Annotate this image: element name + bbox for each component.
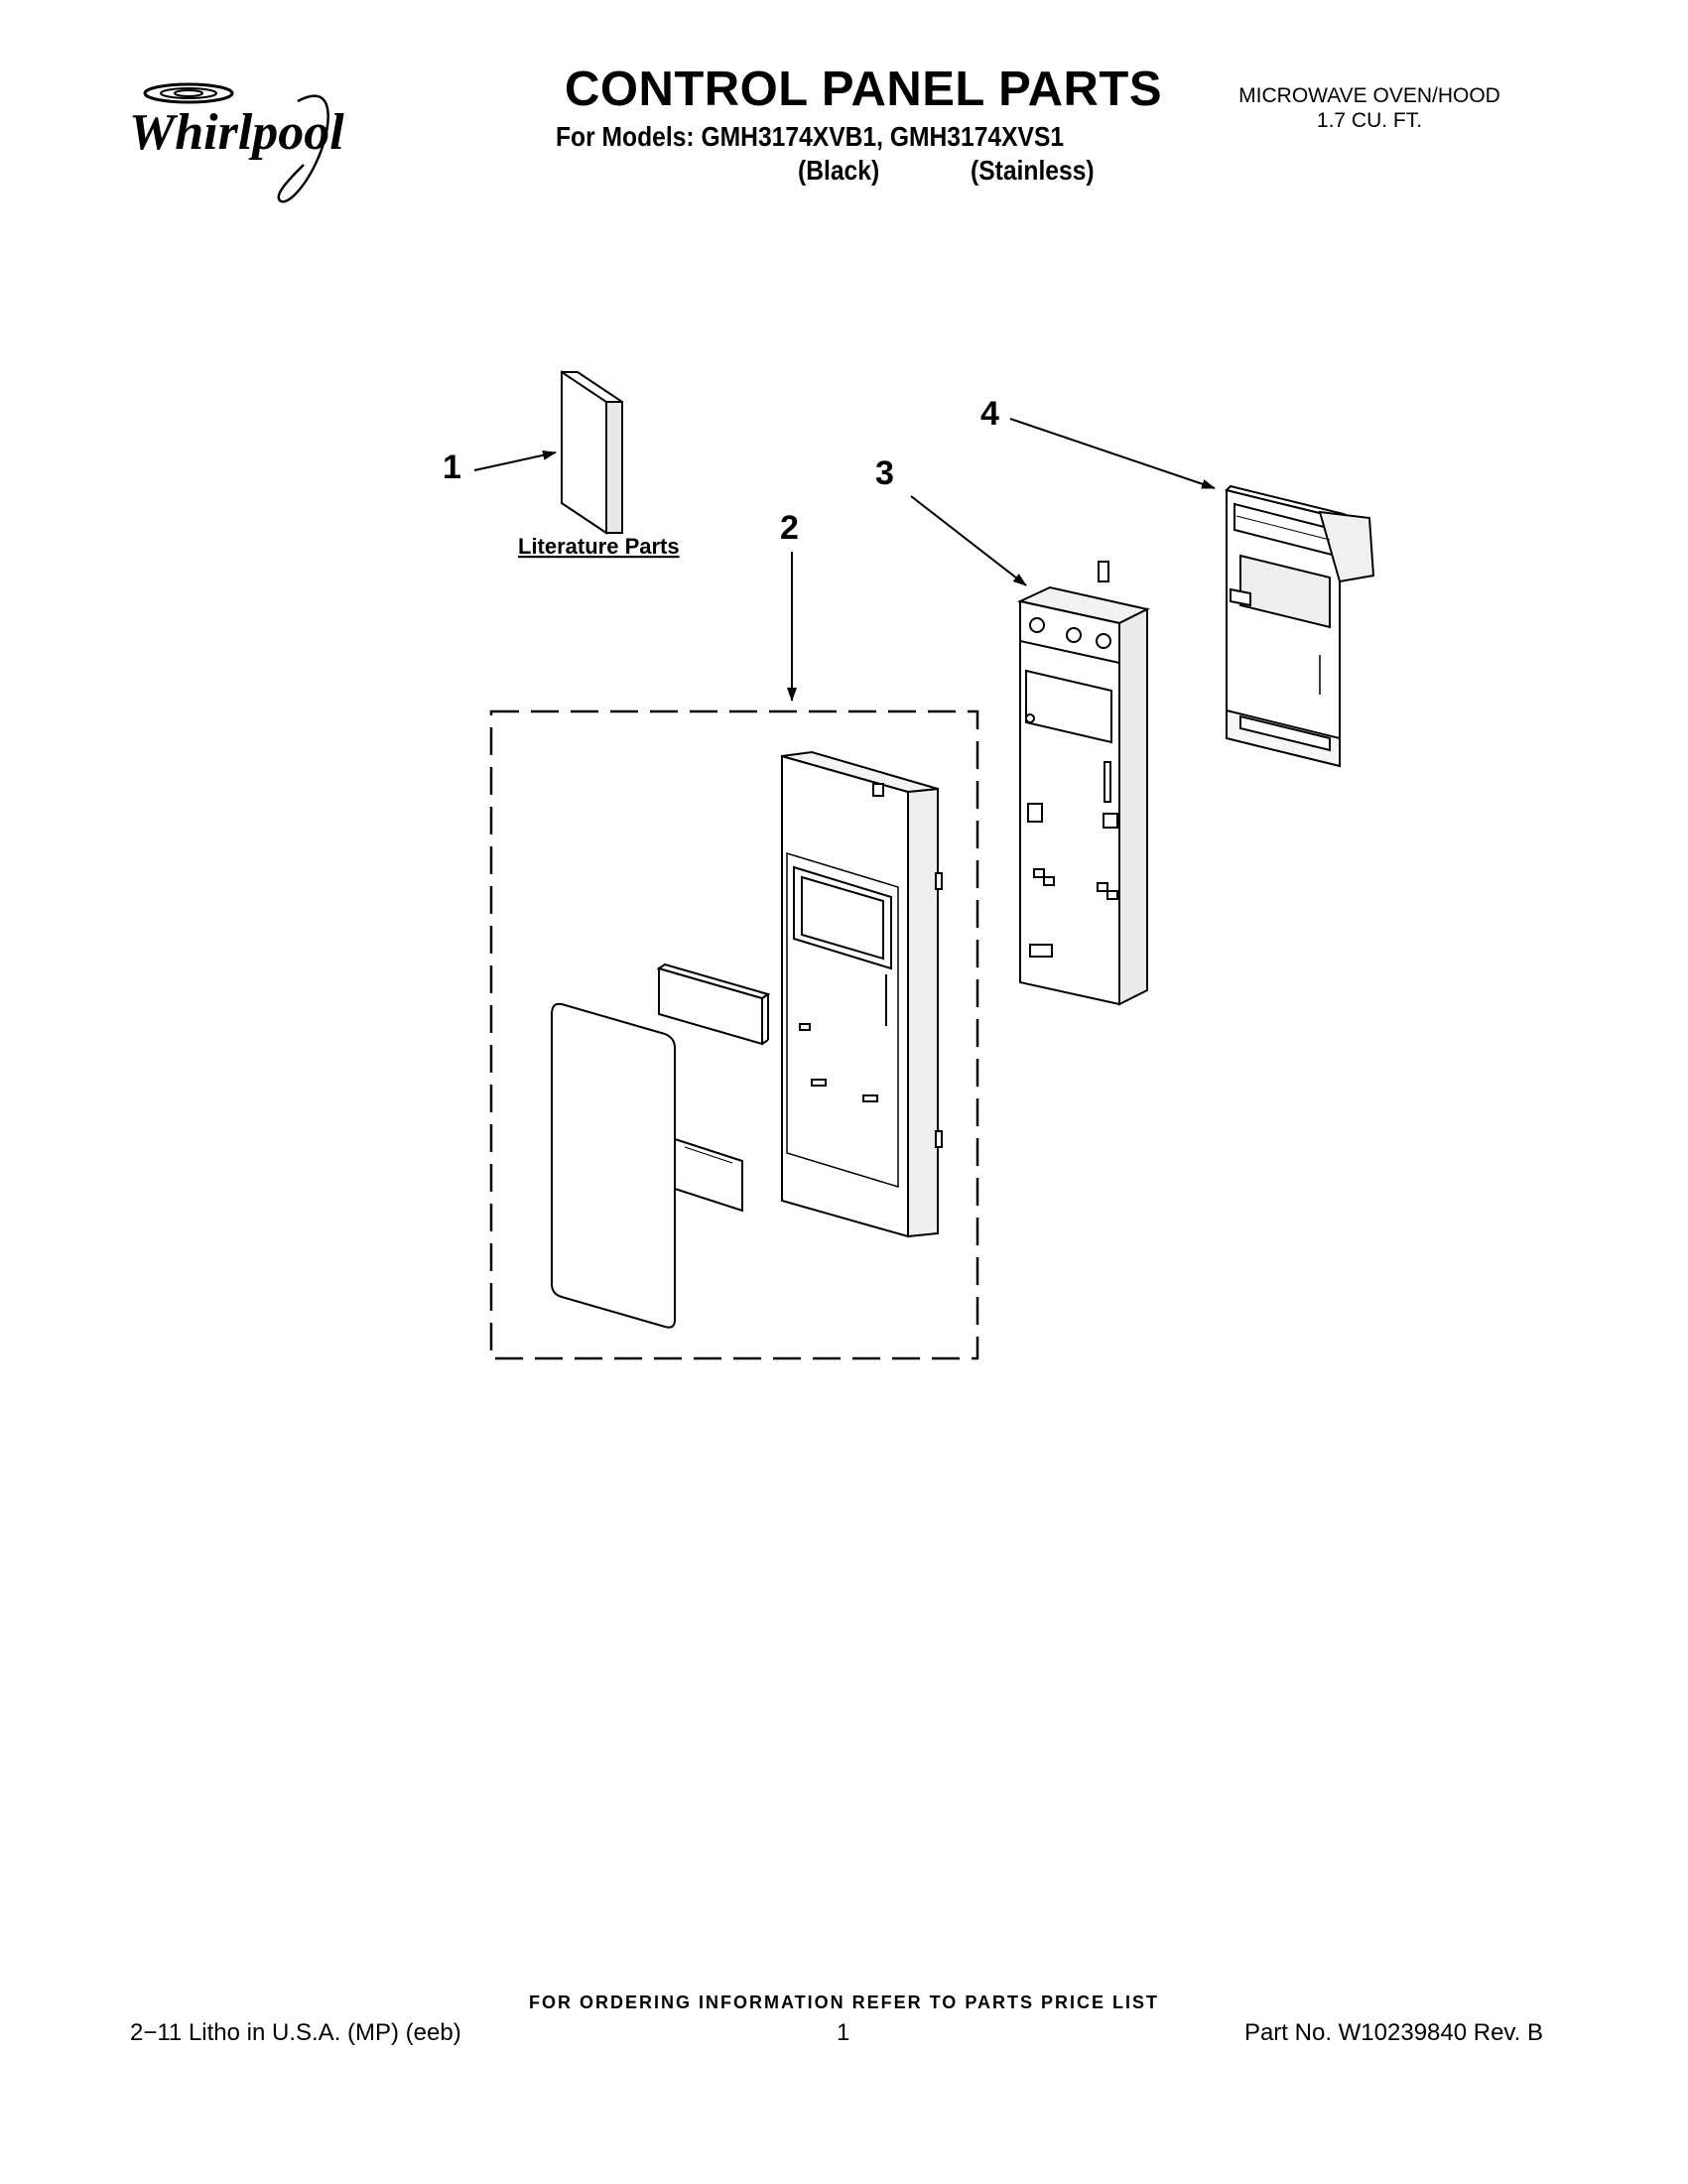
literature-booklet — [561, 370, 623, 535]
callout-1: 1 — [443, 449, 461, 486]
litho-info: 2−11 Litho in U.S.A. (MP) (eeb) — [130, 2019, 461, 2046]
display-window — [656, 963, 771, 1046]
control-panel-frame — [781, 750, 943, 1238]
ordering-note: FOR ORDERING INFORMATION REFER TO PARTS … — [528, 1992, 1159, 2012]
page-number: 1 — [837, 2019, 850, 2046]
literature-parts-caption: Literature Parts — [518, 534, 680, 559]
callout-4: 4 — [980, 395, 999, 433]
control-bracket — [1016, 561, 1150, 1006]
svg-text:Whirlpool: Whirlpool — [129, 104, 344, 161]
models-line: For Models: GMH3174XVB1, GMH3174XVS1 — [556, 121, 1065, 152]
control-board — [1225, 484, 1375, 768]
product-description: MICROWAVE OVEN/HOOD 1.7 CU. FT. — [1211, 83, 1528, 133]
callout-3: 3 — [875, 454, 894, 492]
product-capacity: 1.7 CU. FT. — [1316, 109, 1423, 132]
part-number: Part No. W10239840 Rev. B — [1243, 2019, 1543, 2046]
membrane-touch-pad — [551, 1002, 743, 1329]
product-type: MICROWAVE OVEN/HOOD — [1238, 84, 1500, 107]
variant-stainless-label: (Stainless) — [971, 155, 1095, 186]
callout-2: 2 — [780, 509, 799, 547]
variant-black-label: (Black) — [798, 155, 880, 186]
page-title: CONTROL PANEL PARTS — [564, 63, 1163, 116]
whirlpool-logo: Whirlpool — [129, 82, 344, 203]
assembly-2-box — [489, 709, 979, 1360]
